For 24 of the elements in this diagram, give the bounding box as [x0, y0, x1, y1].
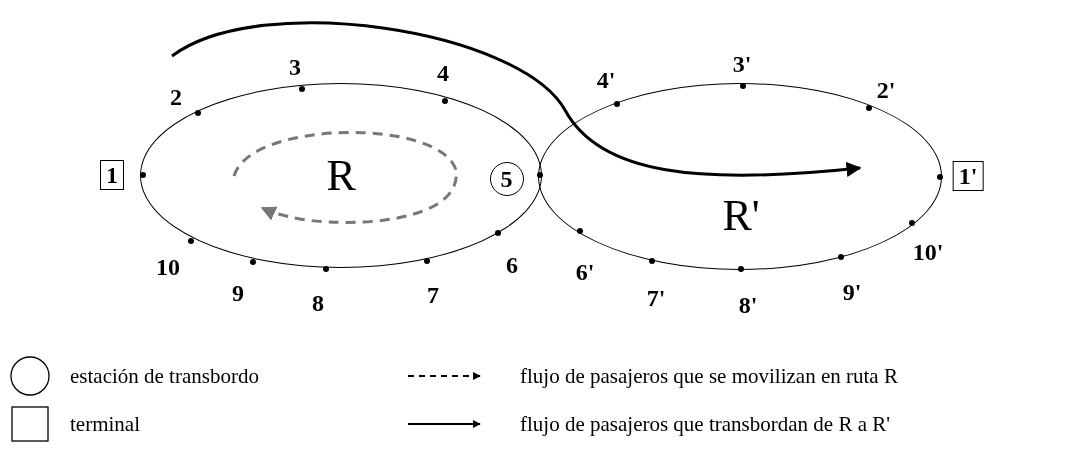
- stop-number: 10': [912, 239, 944, 265]
- stop-number: 4: [437, 60, 449, 86]
- route-name: R: [326, 154, 356, 198]
- legend-text: flujo de pasajeros que se movilizan en ruta R: [520, 364, 898, 388]
- stop-number: 4': [596, 67, 616, 93]
- stop-number: 2': [876, 77, 896, 103]
- stop-number: 6': [575, 259, 595, 285]
- stop-number: 7: [427, 282, 439, 308]
- stop-number: 9': [842, 279, 862, 305]
- route-name: R': [722, 194, 760, 238]
- legend-text: estación de transbordo: [70, 364, 259, 388]
- legend-text: terminal: [70, 412, 140, 436]
- stop-number: 8': [738, 292, 758, 318]
- terminal-box: 1': [952, 161, 984, 191]
- legend-text: flujo de pasajeros que transbordan de R a R': [520, 412, 890, 436]
- terminal-box: 1: [100, 160, 124, 190]
- stop-number: 9: [232, 280, 244, 306]
- stop-number: 7': [646, 285, 666, 311]
- stop-number: 2: [170, 84, 182, 110]
- stop-number: 8: [312, 290, 324, 316]
- stop-number: 6: [506, 252, 518, 278]
- stop-number: 3: [289, 54, 301, 80]
- stop-number: 10: [156, 254, 180, 280]
- stop-number: 3': [732, 51, 752, 77]
